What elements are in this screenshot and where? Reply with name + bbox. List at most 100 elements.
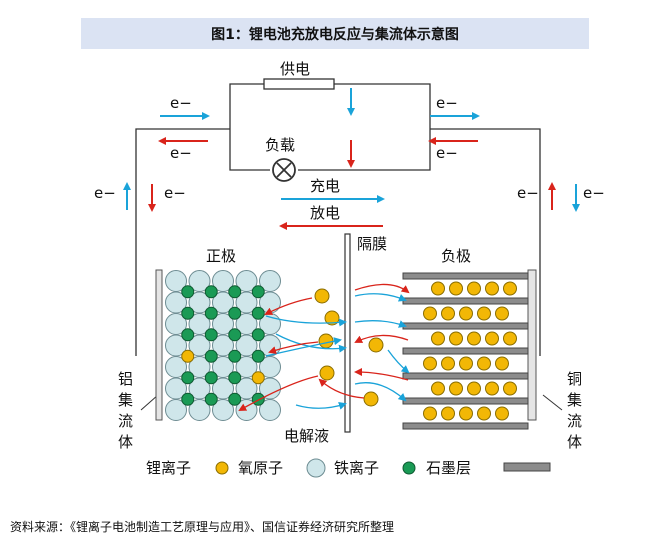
- graphite-layer: [402, 397, 529, 405]
- oxygen-atom: [188, 399, 211, 421]
- charge-ion-arrow: [354, 382, 407, 402]
- lithium-ion: [477, 406, 491, 421]
- iron-ion: [204, 285, 218, 299]
- lithium-ion: [441, 356, 455, 371]
- ion-migration-arrows: [238, 283, 410, 411]
- iron-ion: [228, 328, 242, 342]
- separator-membrane: [344, 233, 351, 433]
- electron-label-left-b: e−: [164, 184, 186, 202]
- legend: 锂离子 氧原子 铁离子 石墨层: [146, 458, 551, 478]
- aluminum-collector-char-3: 流: [118, 412, 133, 430]
- iron-ion: [251, 392, 265, 406]
- discharge-ion-arrow: [354, 368, 409, 381]
- lithium-ion: [495, 406, 509, 421]
- anode-label: 负极: [441, 247, 471, 265]
- iron-ion: [228, 371, 242, 385]
- iron-ion: [251, 328, 265, 342]
- lithium-ion: [441, 406, 455, 421]
- electron-label-top-left-charge: e−: [170, 94, 192, 112]
- electron-label-left-a: e−: [94, 184, 116, 202]
- electron-label-right-a: e−: [517, 184, 539, 202]
- discharge-ion-arrow: [354, 334, 409, 343]
- discharge-ion-arrow: [354, 283, 410, 294]
- lithium-ion: [368, 337, 384, 353]
- discharge-ion-arrow: [238, 375, 319, 411]
- iron-ion: [204, 392, 218, 406]
- iron-ion: [181, 392, 195, 406]
- lithium-ion: [467, 331, 481, 346]
- legend-label-graphite-layer: 石墨层: [426, 459, 471, 477]
- lithium-ion: [423, 356, 437, 371]
- copper-collector-char-1: 铜: [567, 370, 582, 388]
- lithium-ion: [251, 371, 265, 385]
- legend-oxygen-atom-icon: [306, 458, 326, 478]
- lithium-ion: [477, 356, 491, 371]
- separator-label: 隔膜: [357, 235, 387, 253]
- iron-ion: [228, 306, 242, 320]
- aluminum-collector-plate: [155, 269, 163, 421]
- iron-ion: [204, 306, 218, 320]
- lithium-ion: [503, 331, 517, 346]
- iron-ion: [228, 392, 242, 406]
- lithium-ion: [319, 365, 335, 381]
- power-supply-label: 供电: [280, 60, 310, 78]
- charge-ion-arrow: [295, 402, 347, 410]
- lithium-ion: [485, 331, 499, 346]
- lithium-ion: [459, 306, 473, 321]
- legend-iron-ion-icon: [402, 461, 416, 475]
- discharge-label: 放电: [310, 204, 340, 222]
- iron-ion: [204, 371, 218, 385]
- graphite-layer: [402, 347, 529, 355]
- load-label: 负载: [265, 136, 295, 154]
- electron-label-top-right-charge: e−: [436, 94, 458, 112]
- charge-ion-arrow: [265, 315, 347, 327]
- aluminum-collector-pointer: [140, 394, 159, 411]
- lithium-ion: [459, 406, 473, 421]
- oxygen-atom: [212, 399, 234, 421]
- graphite-layer: [402, 272, 529, 280]
- charge-ion-arrow: [354, 320, 407, 328]
- lithium-ion: [467, 281, 481, 296]
- iron-ion: [251, 306, 265, 320]
- discharge-ion-arrow: [318, 378, 365, 399]
- anode-graphite-layers: [402, 272, 529, 430]
- copper-collector-char-4: 体: [567, 433, 582, 451]
- lithium-ion: [467, 381, 481, 396]
- aluminum-collector-char-4: 体: [118, 433, 133, 451]
- load-lamp-icon: [272, 158, 296, 182]
- iron-ion: [181, 306, 195, 320]
- lithium-ion: [431, 381, 445, 396]
- oxygen-atom: [259, 399, 281, 421]
- lithium-ion: [431, 331, 445, 346]
- lithium-ion: [363, 391, 379, 407]
- graphite-layer: [402, 372, 529, 380]
- lithium-ion: [314, 288, 330, 304]
- legend-label-oxygen-atom: 氧原子: [238, 459, 283, 477]
- iron-ion: [204, 349, 218, 363]
- iron-ion: [181, 371, 195, 385]
- lithium-ion: [503, 381, 517, 396]
- electron-label-top-right-discharge: e−: [436, 144, 458, 162]
- lithium-ion: [485, 381, 499, 396]
- lithium-ion: [495, 306, 509, 321]
- charge-ion-arrow: [354, 293, 407, 302]
- electrolyte-label: 电解液: [284, 427, 329, 445]
- discharge-ion-arrow: [268, 341, 319, 354]
- lithium-ion: [485, 281, 499, 296]
- lithium-ion: [459, 356, 473, 371]
- iron-ion: [181, 328, 195, 342]
- lithium-ion: [495, 356, 509, 371]
- copper-collector-char-3: 流: [567, 412, 582, 430]
- copper-collector-pointer: [542, 394, 563, 411]
- graphite-layer: [402, 422, 529, 430]
- lithium-ion: [423, 306, 437, 321]
- lithium-ion: [449, 381, 463, 396]
- charge-ion-arrow: [387, 349, 410, 374]
- oxygen-atom: [165, 399, 187, 421]
- battery-diagram: 供电 负载 充电 放电 正极 隔膜 负极 电解液 铝 集 流 体 铜 集 流 体…: [94, 60, 605, 478]
- charge-ion-arrow: [265, 337, 342, 357]
- graphite-layer: [402, 322, 529, 330]
- lithium-ion: [431, 281, 445, 296]
- electron-label-top-left-discharge: e−: [170, 144, 192, 162]
- aluminum-collector-char-1: 铝: [118, 370, 133, 388]
